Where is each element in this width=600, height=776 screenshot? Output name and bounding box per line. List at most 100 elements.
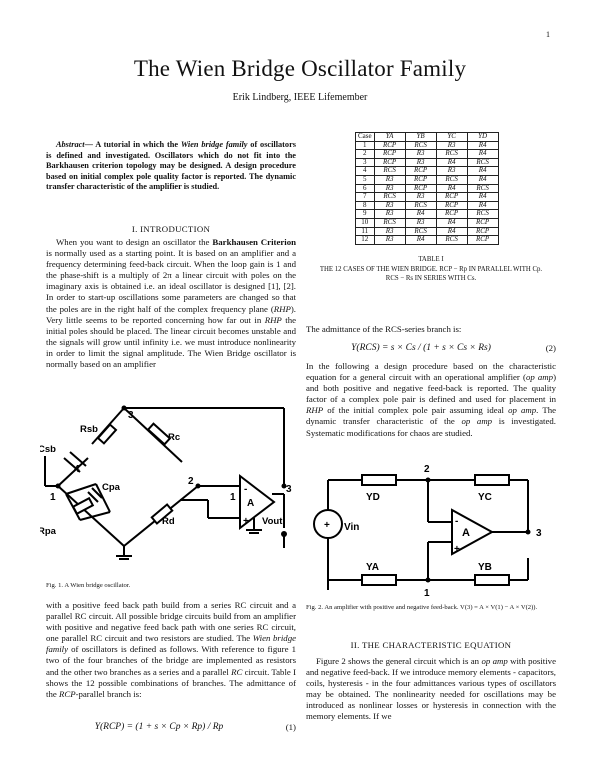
fig1-label-vout: Vout [262, 516, 283, 527]
fig2-amp-label: A [462, 527, 470, 539]
intro-rhp-2: RHP [264, 314, 282, 325]
fig2-plus: + [454, 544, 460, 555]
paper-title: The Wien Bridge Oscillator Family [133, 56, 467, 81]
fig2-label-yd: YD [366, 492, 380, 503]
abstract-text-2: of oscillators is defined and investigat… [46, 140, 296, 192]
table-cell: RCP [435, 192, 468, 202]
left-bottom-paragraph: with a positive feed back path build fro… [46, 600, 296, 700]
table-cell: R4 [466, 192, 499, 202]
fig2-minus: - [455, 516, 458, 527]
table-cell: R3 [404, 149, 437, 159]
fig2-node-2: 2 [424, 464, 430, 475]
rd-resistor [150, 503, 174, 525]
lb-text-d: -parallel branch is: [75, 688, 142, 699]
lb-wien-family: Wien bridge family [46, 633, 296, 655]
figure-1-wien-bridge-schematic: 3 Rsb Rc Csb 4 Cpa 1 2 1 3 A - + Rpa Rd … [40, 405, 292, 560]
fig1-node-1: 1 [50, 492, 56, 503]
rsb-resistor [96, 423, 118, 445]
lb-text-b: of oscillators is defined as follows. Wi… [46, 644, 296, 677]
vin-source [313, 509, 343, 539]
table-cell: RCS [435, 149, 468, 159]
fig1-amp-label: A [247, 498, 254, 509]
opamp-triangle [239, 473, 276, 531]
intro-text-a: When you want to design an oscillator th… [56, 237, 213, 247]
figure-2-caption: Fig. 2. An amplifier with positive and n… [306, 604, 538, 611]
table-cell: RCP [466, 235, 499, 245]
fig1-node-4: 4 [74, 464, 80, 475]
table-cell: RCS [435, 174, 468, 185]
abstract-emphasis: Wien bridge family [180, 140, 248, 149]
figure-1-caption: Fig. 1. A Wien bridge oscillator. [46, 582, 131, 589]
fig1-label-cpa: Cpa [102, 482, 121, 493]
intro-text-c: ). Very little seems to be reported conc… [46, 303, 296, 325]
rc-resistor [146, 422, 172, 446]
s2-text-a: Figure 2 shows the general circuit which… [316, 656, 482, 666]
table-header-yc: YC [435, 132, 468, 142]
table-header-yd: YD [466, 132, 499, 142]
design-procedure-paragraph: In the following a design procedure base… [306, 361, 556, 439]
table-cell: RCP [404, 174, 437, 185]
figure-2-feedback-amplifier-schematic: + Vin YD YC YA YB 2 1 3 A - + [313, 464, 542, 599]
lb-rcp: RCP [58, 688, 76, 699]
rt-opamp-1: op amp [525, 372, 554, 383]
intro-paragraph: When you want to design an oscillator th… [46, 237, 296, 370]
fig1-node-3: 3 [128, 410, 134, 421]
fig2-label-vin: Vin [344, 522, 359, 533]
yb-admittance [474, 574, 510, 586]
table-header-ya: YA [373, 132, 406, 142]
abstract-label: Abstract [56, 140, 85, 149]
table-1-label: TABLE I [418, 256, 444, 263]
lb-text-c: circuit. Table I shows the 12 possible c… [46, 666, 296, 699]
page-number: 1 [546, 30, 550, 39]
table-cell: R3 [373, 174, 406, 185]
equation-1-body: Y(RCP) = (1 + s × Cp × Rp) / Rp [94, 722, 224, 732]
rt-text-b: ) and both positive and negative feed-ba… [306, 372, 556, 405]
table-cell: R4 [404, 235, 437, 245]
table-cell: RCP [373, 149, 406, 159]
fig2-node-1: 1 [424, 588, 430, 599]
rt-opamp-2: op amp [508, 405, 537, 416]
table-cell-case: 12 [355, 235, 375, 245]
section-1-heading: I. INTRODUCTION [131, 224, 211, 234]
fig1-label-rpa: Rpa [40, 526, 57, 537]
table-1-caption: THE 12 CASES OF THE WIEN BRIDGE. RCP − R… [319, 266, 543, 282]
section-2-heading: II. THE CHARACTERISTIC EQUATION [350, 640, 512, 650]
rt-opamp-3: op amp [461, 416, 493, 427]
fig2-src-plus: + [324, 520, 330, 531]
table-cell: RCS [373, 192, 406, 202]
equation-2-number: (2) [545, 343, 556, 353]
fig2-label-yc: YC [478, 492, 492, 503]
table-cell: R4 [466, 174, 499, 185]
rt-text-a: In the following a design procedure base… [306, 361, 556, 383]
intro-text-d: the initial poles should be placed. The … [46, 314, 297, 370]
s2-text-b: with positive and negative feed-back. If… [306, 656, 556, 722]
csb-capacitor [63, 451, 87, 473]
table-cell-case: 5 [355, 174, 375, 185]
table-header-yb: YB [404, 132, 437, 142]
table-cell: R4 [435, 217, 468, 228]
fig1-label-csb: Csb [40, 444, 56, 455]
fig1-label-rc: Rc [168, 432, 180, 443]
intro-barkhausen: Barkhausen Criterion [212, 237, 296, 247]
equation-2-body: Y(RCS) = s × Cs / (1 + s × Cs × Rs) [351, 343, 491, 353]
characteristic-equation-paragraph: Figure 2 shows the general circuit which… [306, 656, 556, 723]
yc-admittance [474, 474, 510, 486]
intro-rhp-1: RHP [273, 303, 291, 314]
fig2-node-3: 3 [536, 528, 542, 539]
table-cell: RCS [435, 235, 468, 245]
table-cell-case: 10 [355, 217, 375, 228]
equation-2: Y(RCS) = s × Cs / (1 + s × Cs × Rs) (2) [306, 343, 556, 355]
equation-1: Y(RCP) = (1 + s × Cp × Rp) / Rp (1) [46, 722, 296, 734]
abstract-text-1: — A tutorial in which the [84, 140, 181, 149]
table-cell-case: 7 [355, 192, 375, 202]
lb-text-a: with a positive feed back path build fro… [46, 600, 296, 644]
